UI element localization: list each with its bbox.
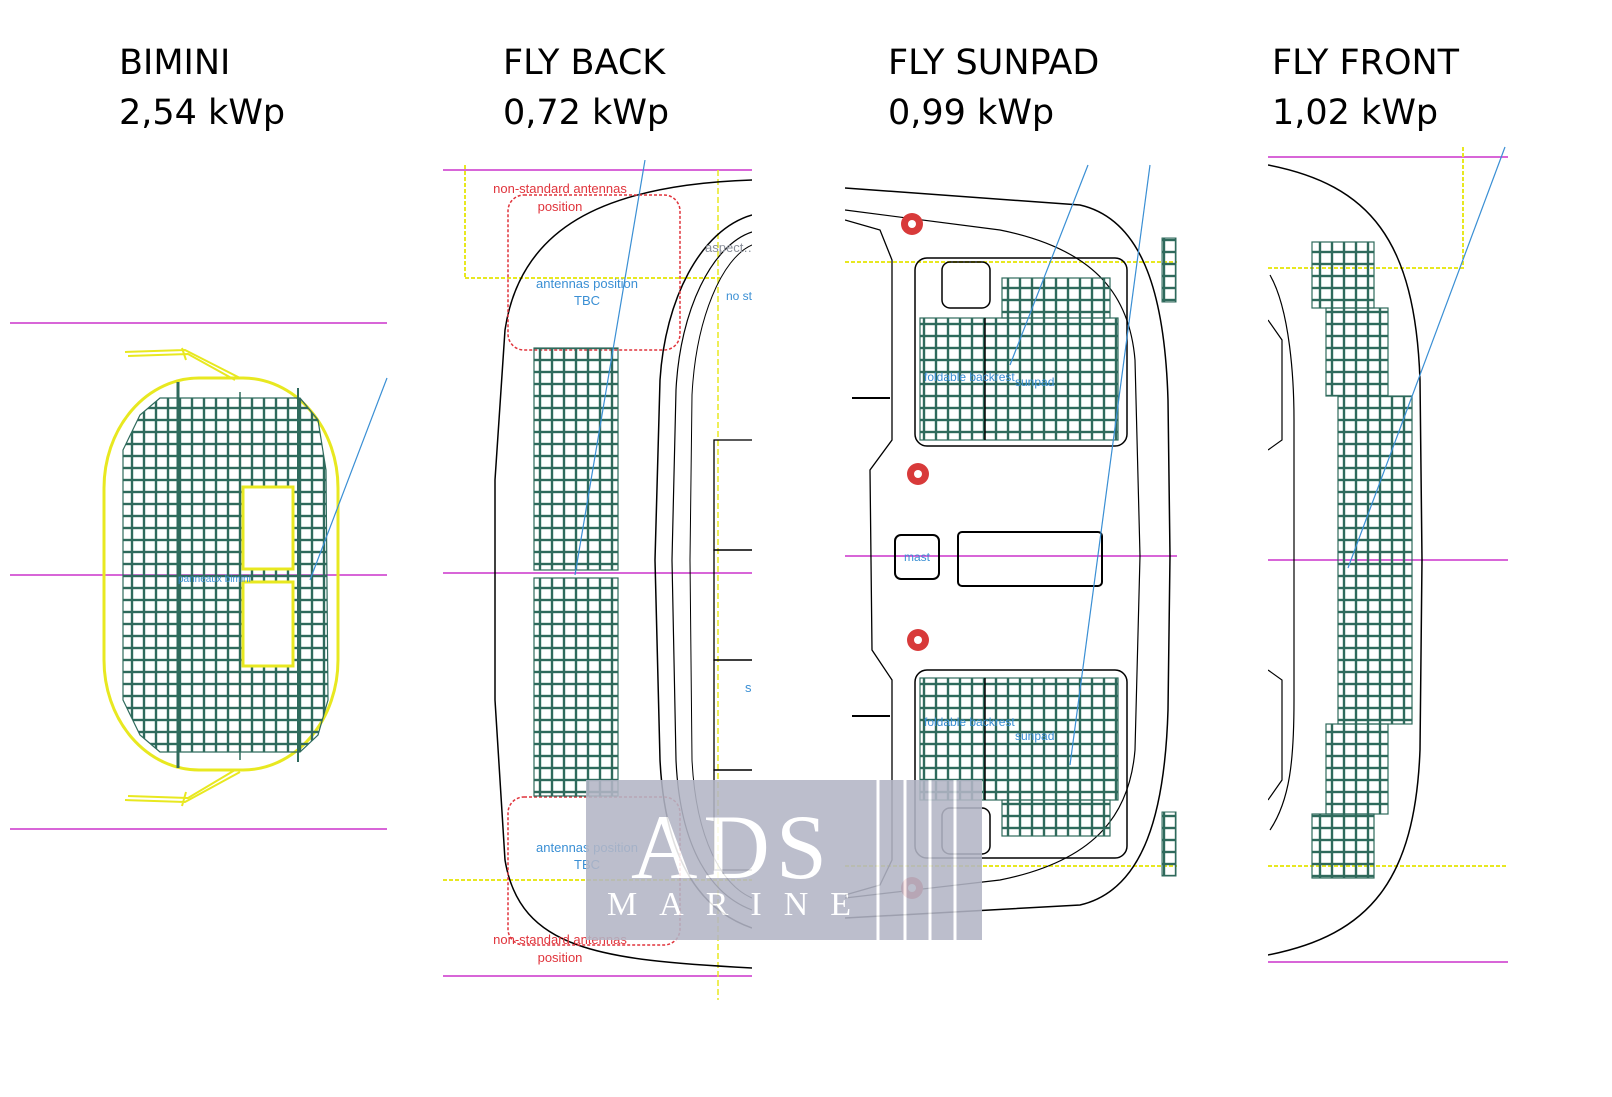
dimension-line — [574, 160, 646, 576]
watermark-brand: ADS — [631, 796, 833, 898]
section-fly-front-heading: FLY FRONT 1,02 kWp — [1272, 38, 1459, 138]
mast-label: mast — [904, 550, 931, 564]
bimini-hatch-1 — [241, 485, 295, 571]
sunpad-solar-panels-top — [919, 317, 1119, 441]
antenna-label: non-standard antennas — [493, 181, 627, 196]
section-title: FLY FRONT — [1272, 43, 1460, 83]
hull-outline — [494, 179, 752, 969]
bimini-hatch-2 — [241, 580, 295, 668]
bimini-frame-arm-bottom — [124, 769, 241, 807]
dimension-line — [1069, 164, 1151, 766]
section-power: 0,72 kWp — [503, 93, 670, 133]
fly-back-drawing: non-standard antennas position antennas … — [443, 160, 807, 1000]
sunpad-frame-top — [914, 257, 1128, 447]
section-power: 2,54 kWp — [119, 93, 286, 133]
dimension-line — [1347, 146, 1506, 569]
antenna-zone-top — [507, 194, 681, 351]
bimini-drawing: panneaux bimini — [10, 322, 388, 830]
fly-front-drawing — [1268, 145, 1508, 963]
annotation-label: sunpad — [1015, 729, 1054, 743]
sunpad-frame-bottom — [914, 669, 1128, 859]
bimini-outline — [102, 376, 340, 772]
antenna-label: position — [538, 199, 583, 214]
bimini-center-label: panneaux bimini — [178, 574, 251, 585]
ads-marine-watermark: ADS MARINE — [586, 780, 982, 940]
dimension-line — [309, 377, 388, 581]
section-power: 0,99 kWp — [888, 93, 1055, 133]
hull-outline — [1268, 164, 1423, 956]
annotation-label: foldable backrest — [924, 370, 1015, 384]
fly-front-solar-panels — [1311, 241, 1375, 309]
annotation-label: antennas position — [536, 276, 638, 291]
section-fly-sunpad-heading: FLY SUNPAD 0,99 kWp — [888, 38, 1099, 138]
storage-label: aspect… stor — [705, 240, 782, 255]
section-bimini-heading: BIMINI 2,54 kWp — [119, 38, 285, 138]
annotation-label: TBC — [574, 293, 600, 308]
section-title: FLY SUNPAD — [888, 43, 1100, 83]
section-title: BIMINI — [119, 43, 231, 83]
console — [957, 531, 1103, 587]
mast-box — [894, 534, 940, 580]
annotation-label: sunpad — [1015, 375, 1054, 389]
watermark-sub: MARINE — [607, 886, 873, 923]
section-fly-back-heading: FLY BACK 0,72 kWp — [503, 38, 669, 138]
annotation-label: foldable backrest — [924, 715, 1015, 729]
bimini-frame-arm-top — [124, 347, 241, 381]
fly-back-solar-panels-upper — [533, 347, 619, 571]
fly-back-solar-panels-lower — [533, 577, 619, 797]
hull-outline — [845, 187, 1171, 919]
storage-label: no stan stor loc — [726, 289, 807, 303]
section-title: FLY BACK — [503, 43, 666, 83]
dimension-line — [1009, 164, 1089, 366]
storage-label: s — [745, 680, 752, 695]
section-power: 1,02 kWp — [1272, 93, 1439, 133]
sunpad-solar-panels-bottom — [919, 677, 1119, 801]
antenna-label: position — [538, 950, 583, 965]
